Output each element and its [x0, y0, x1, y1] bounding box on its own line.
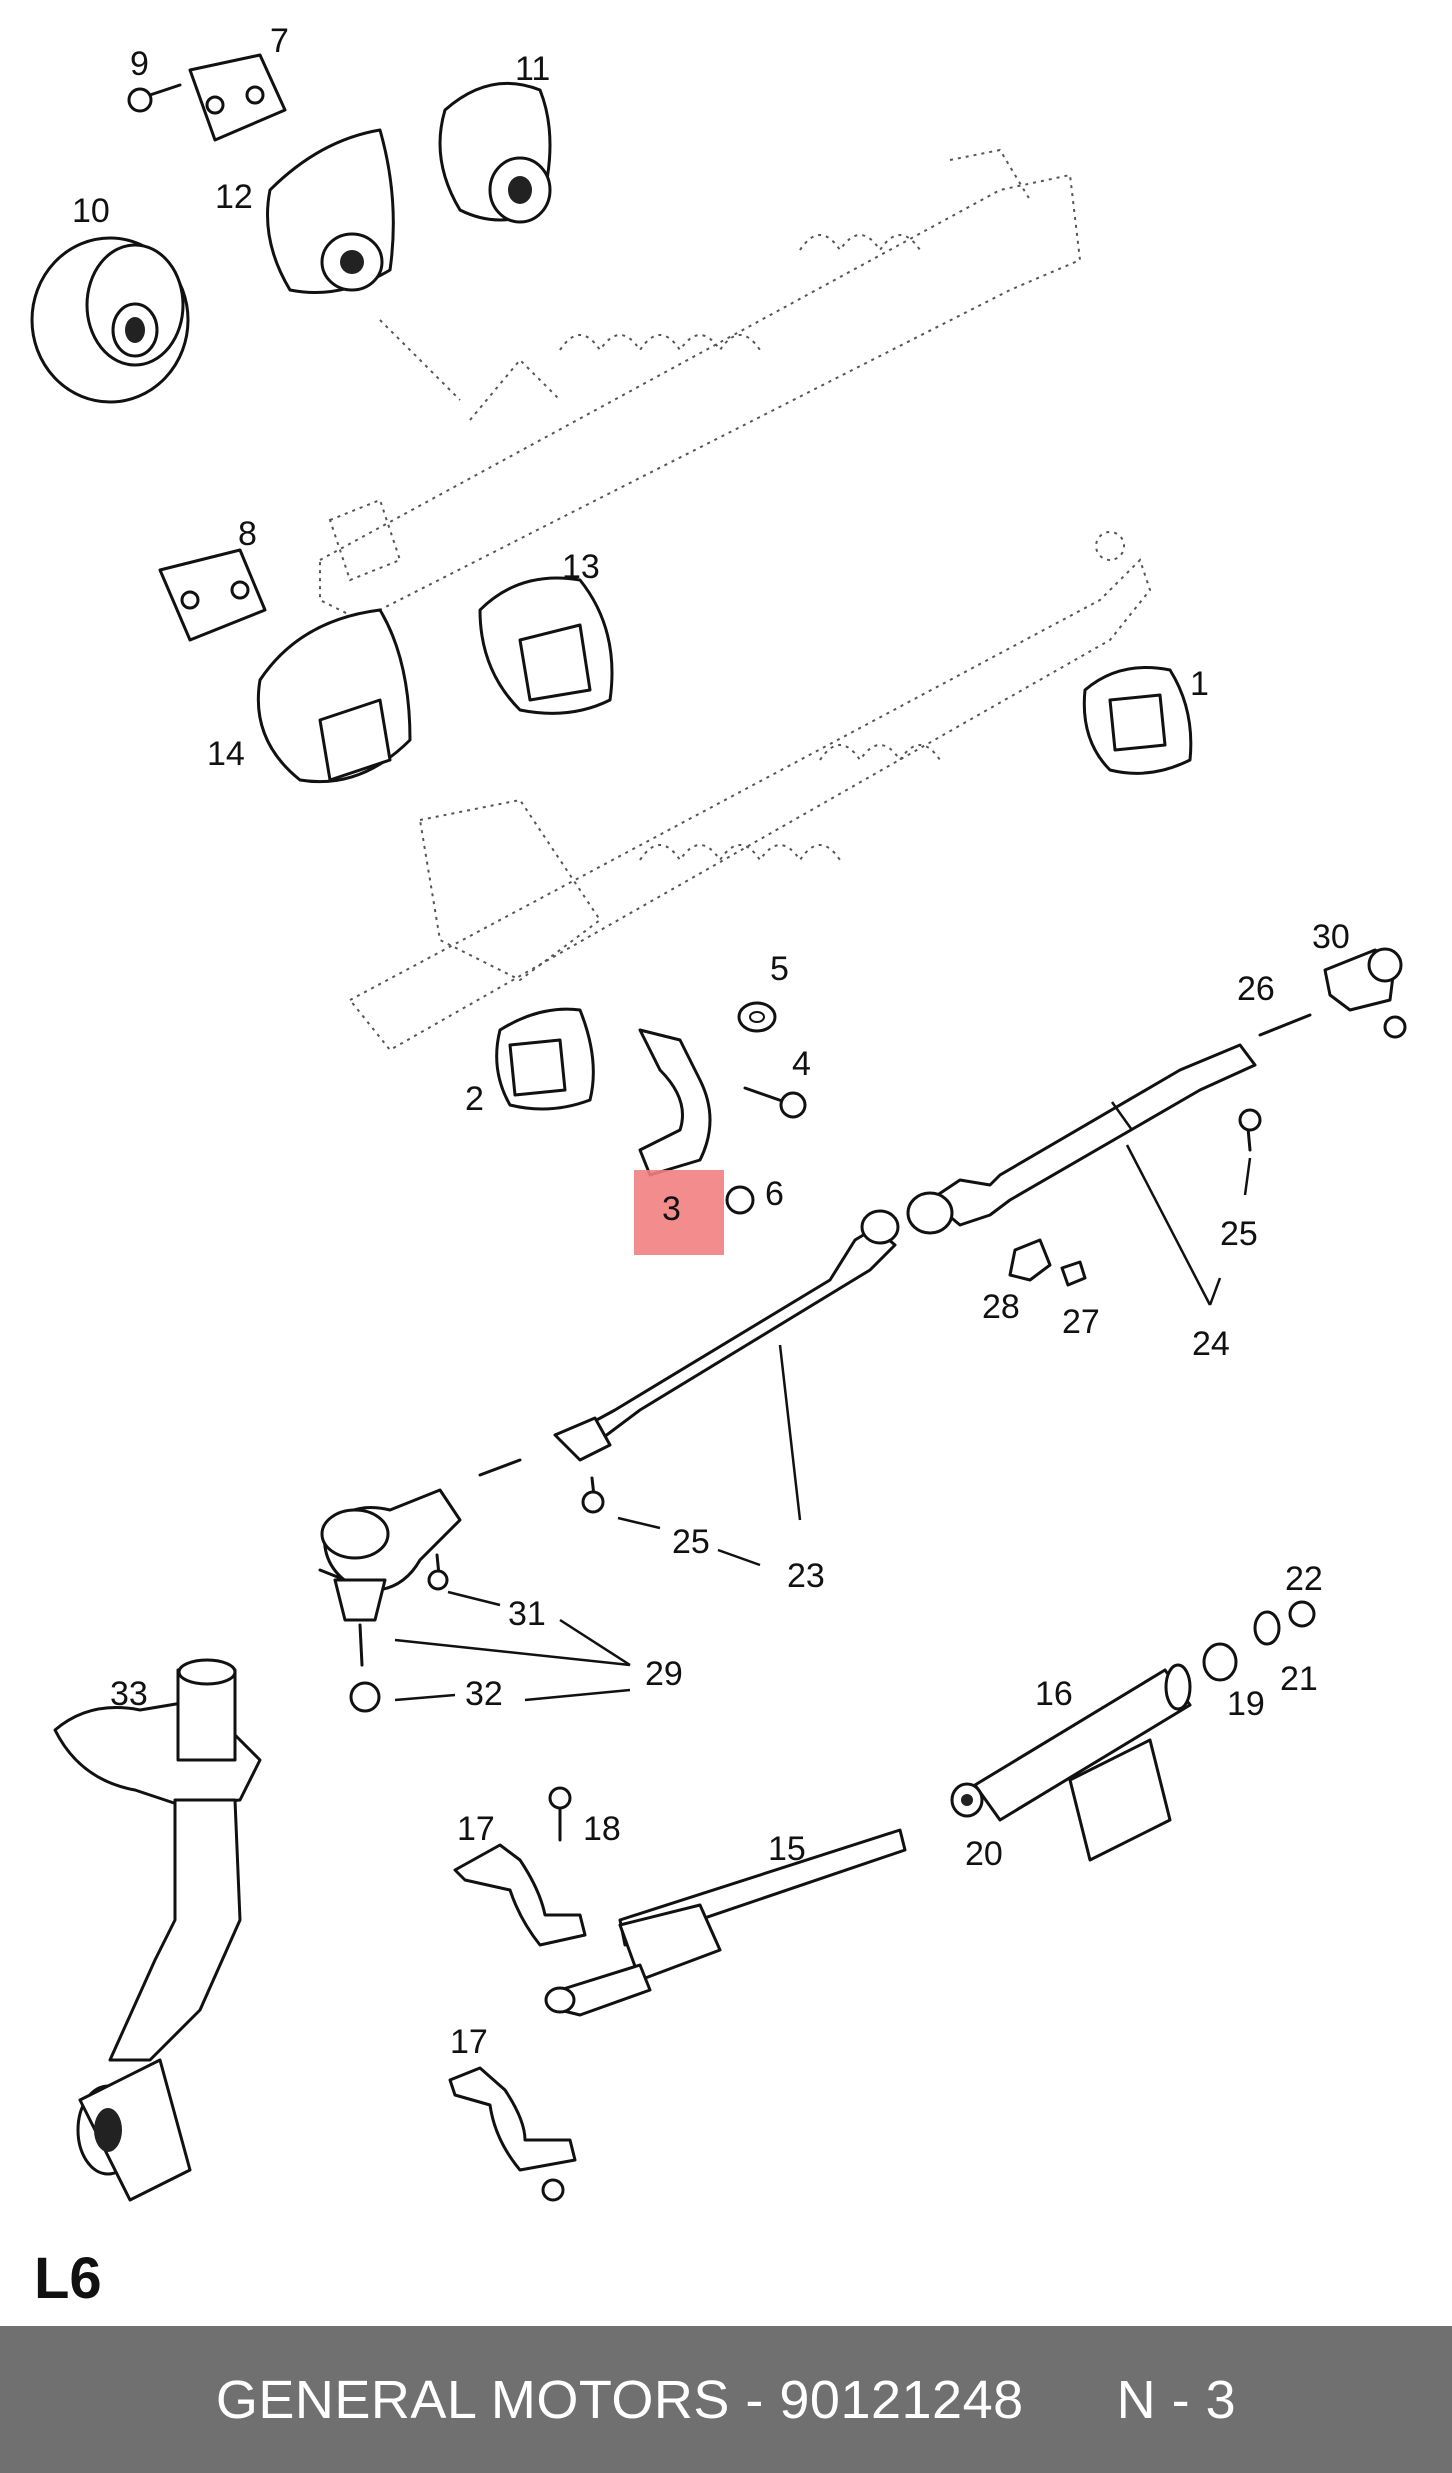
- page-label: L6: [34, 2246, 102, 2311]
- bolt-4: [743, 1086, 807, 1119]
- callout-26: 26: [1237, 970, 1275, 1008]
- callout-22: 22: [1285, 1560, 1323, 1598]
- clamp-7: [188, 53, 287, 142]
- stud-25-upper: [478, 1108, 1262, 1477]
- leader-lines: [394, 1101, 1252, 1702]
- bolt-18: [548, 1786, 572, 1842]
- bolt-9: [127, 83, 182, 113]
- callout-25a: 25: [1220, 1215, 1258, 1253]
- clip-28: [1008, 1238, 1052, 1282]
- clamp-17-lower: [448, 2066, 577, 2172]
- callout-23: 23: [787, 1557, 825, 1595]
- callout-14: 14: [207, 735, 245, 773]
- damper-15: [544, 1828, 907, 2017]
- nut-22: [1288, 1600, 1316, 1628]
- tie-rod-24: [906, 1043, 1257, 1235]
- footer-text: GENERAL MOTORS - 90121248 N - 3: [215, 2369, 1237, 2430]
- callout-17b: 17: [450, 2023, 488, 2061]
- callout-11: 11: [515, 50, 550, 88]
- callout-21: 21: [1280, 1660, 1318, 1698]
- nut-32: [349, 1681, 381, 1713]
- highlight-box: [634, 1170, 724, 1255]
- clamp-3: [638, 1028, 712, 1177]
- mount-12: [266, 128, 395, 294]
- callout-2: 2: [465, 1080, 484, 1118]
- callout-32: 32: [465, 1675, 503, 1713]
- callout-24: 24: [1192, 1325, 1230, 1363]
- bush-10: [30, 236, 190, 404]
- tie-rod-23: [553, 1209, 900, 1462]
- stud-26: [1258, 1013, 1312, 1037]
- callout-8: 8: [238, 515, 257, 553]
- callout-9: 9: [130, 45, 149, 83]
- nut-6: [725, 1185, 755, 1215]
- callout-19: 19: [1227, 1685, 1265, 1723]
- callout-5: 5: [770, 950, 789, 988]
- washer-5: [737, 1001, 777, 1033]
- callout-15: 15: [768, 1830, 806, 1868]
- ball-joint-30: [1323, 947, 1407, 1039]
- clip-27: [1060, 1260, 1087, 1287]
- callout-1: 1: [1190, 665, 1209, 703]
- bush-20: [950, 1782, 984, 1818]
- bolt-25-lower: [581, 1476, 605, 1514]
- knuckle-33: [53, 1658, 262, 2202]
- callout-numbers: 1 2 3 4 5 6 7 8 9 10 11 12 13 14 15 16 1…: [72, 22, 1350, 2061]
- clamp-8: [158, 548, 267, 642]
- callout-20: 20: [965, 1835, 1003, 1873]
- steering-rack-lower: [348, 531, 1152, 1052]
- clamp-17-upper: [453, 1843, 587, 1947]
- mount-11: [438, 81, 552, 224]
- ball-joint-29: [318, 1488, 462, 1667]
- callout-7: 7: [270, 22, 289, 60]
- callout-13: 13: [562, 548, 600, 586]
- callout-30: 30: [1312, 918, 1350, 956]
- callout-17a: 17: [457, 1810, 495, 1848]
- washer-21: [1253, 1610, 1281, 1646]
- mount-14: [256, 608, 412, 784]
- callout-12: 12: [215, 178, 253, 216]
- callout-28: 28: [982, 1288, 1020, 1326]
- callout-29: 29: [645, 1655, 683, 1693]
- bush-2: [495, 1007, 595, 1111]
- callout-16: 16: [1035, 1675, 1073, 1713]
- callout-25b: 25: [672, 1523, 710, 1561]
- callout-3: 3: [662, 1190, 681, 1228]
- steering-rack-upper: [319, 148, 1082, 622]
- callout-6: 6: [765, 1175, 784, 1213]
- bush-19: [1202, 1642, 1238, 1682]
- callout-27: 27: [1062, 1303, 1100, 1341]
- callout-31: 31: [508, 1595, 546, 1633]
- callout-18: 18: [583, 1810, 621, 1848]
- mount-13: [478, 576, 614, 715]
- bush-1: [1082, 666, 1193, 775]
- callout-33: 33: [110, 1675, 148, 1713]
- parts-diagram: 1 2 3 4 5 6 7 8 9 10 11 12 13 14 15 16 1…: [30, 22, 1407, 2202]
- nut-17-lower: [541, 2178, 565, 2202]
- callout-10: 10: [72, 192, 110, 230]
- callout-4: 4: [792, 1045, 811, 1083]
- footer-bar: GENERAL MOTORS - 90121248 N - 3: [0, 2326, 1452, 2473]
- damper-body-16: [973, 1663, 1192, 1862]
- bolt-31: [427, 1553, 449, 1591]
